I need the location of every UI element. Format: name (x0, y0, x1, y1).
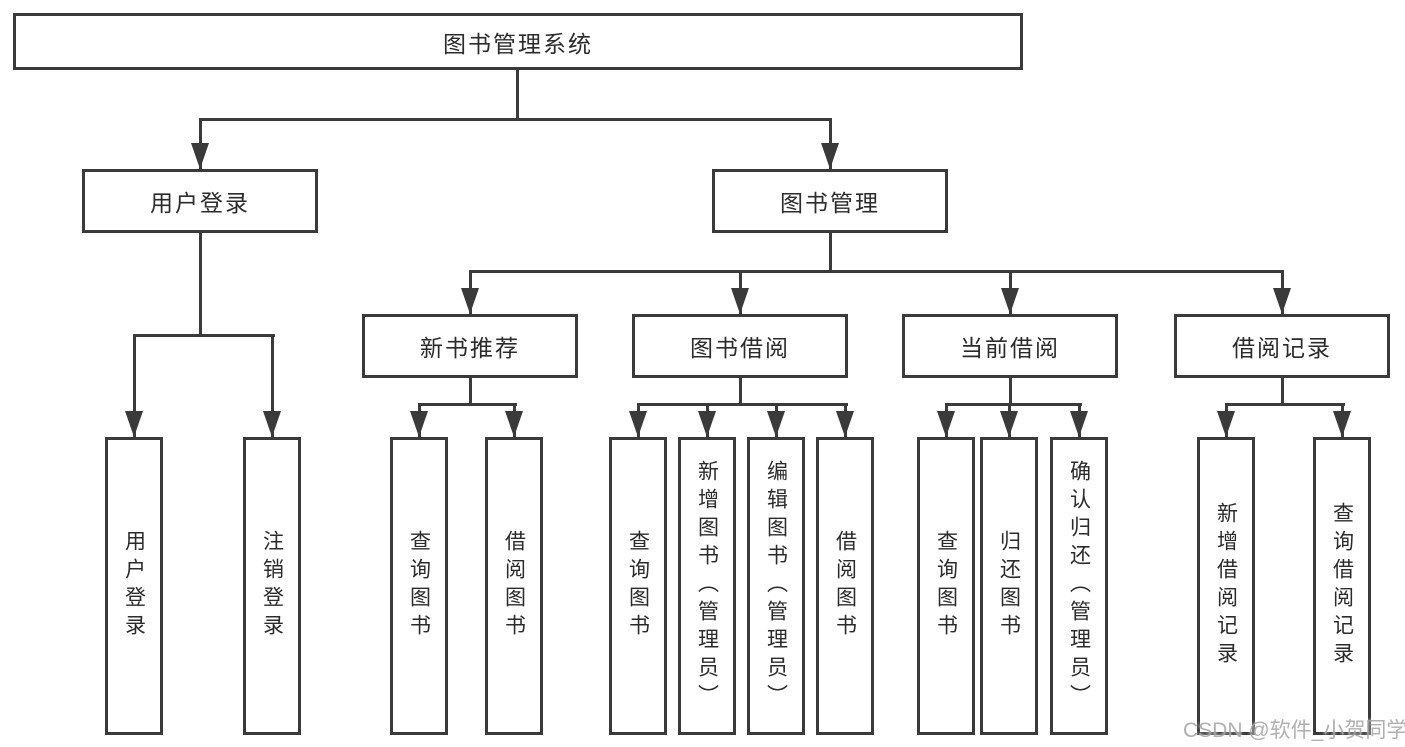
arrowhead-down (836, 411, 854, 437)
arrowhead-down (505, 411, 523, 437)
arrowhead-down (1001, 288, 1019, 314)
connector-segment (417, 403, 517, 406)
node-label: 借阅记录 (1232, 335, 1332, 361)
arrowhead-down (1217, 411, 1235, 437)
connector-segment (132, 334, 275, 337)
arrowhead-down (461, 288, 479, 314)
leaf-label: 用户登录 (122, 530, 146, 642)
node-label: 当前借阅 (960, 335, 1060, 361)
arrowhead-down (698, 411, 716, 437)
leaf-query-books-current: 查询图书 (917, 437, 975, 735)
leaf-label: 借阅图书 (833, 530, 857, 642)
leaf-label: 查询图书 (934, 530, 958, 642)
leaf-label: 确认归还（管理员） (1067, 460, 1091, 712)
leaf-label: 新增图书（管理员） (695, 460, 719, 712)
leaf-add-borrow-record: 新增借阅记录 (1197, 437, 1255, 735)
arrowhead-down (821, 143, 839, 169)
node-label: 用户登录 (150, 190, 250, 216)
connector-segment (1224, 403, 1345, 406)
arrowhead-down (125, 411, 143, 437)
leaf-query-borrow-record: 查询借阅记录 (1313, 437, 1371, 735)
leaf-query-books-recommend: 查询图书 (390, 437, 448, 735)
connector-segment (738, 378, 742, 404)
node-label: 新书推荐 (420, 335, 520, 361)
arrowhead-down (1273, 288, 1291, 314)
node-label: 图书借阅 (690, 335, 790, 361)
leaf-borrow-books-borrowing: 借阅图书 (816, 437, 874, 735)
connector-segment (198, 118, 832, 121)
arrowhead-down (410, 411, 428, 437)
leaf-edit-books-admin: 编辑图书（管理员） (747, 437, 805, 735)
connector-segment (1008, 378, 1012, 404)
leaf-label: 注销登录 (260, 530, 284, 642)
connector-segment (828, 233, 832, 273)
connector-segment (270, 334, 274, 437)
connector-segment (132, 334, 136, 437)
leaf-label: 查询图书 (407, 530, 431, 642)
leaf-logout: 注销登录 (243, 437, 301, 735)
node-library-management-system: 图书管理系统 (13, 13, 1023, 70)
node-borrowing-records: 借阅记录 (1174, 314, 1390, 378)
arrowhead-down (1070, 411, 1088, 437)
leaf-return-books: 归还图书 (980, 437, 1038, 735)
csdn-watermark: CSDN @软件_小贺同学 (1183, 719, 1405, 742)
leaf-label: 查询借阅记录 (1330, 502, 1354, 670)
leaf-label: 新增借阅记录 (1214, 502, 1238, 670)
arrowhead-down (263, 411, 281, 437)
node-new-book-recommendation: 新书推荐 (362, 314, 578, 378)
leaf-label: 归还图书 (997, 530, 1021, 642)
leaf-label: 借阅图书 (502, 530, 526, 642)
arrowhead-down (937, 411, 955, 437)
connector-segment (1280, 378, 1284, 404)
node-label: 图书管理系统 (443, 30, 593, 57)
node-book-borrowing: 图书借阅 (632, 314, 848, 378)
node-user-login: 用户登录 (82, 169, 318, 233)
connector-segment (468, 378, 472, 404)
arrowhead-down (731, 288, 749, 314)
arrowhead-down (767, 411, 785, 437)
arrowhead-down (1333, 411, 1351, 437)
connector-segment (198, 233, 202, 337)
leaf-confirm-return-admin: 确认归还（管理员） (1050, 437, 1108, 735)
leaf-user-login: 用户登录 (105, 437, 163, 735)
leaf-borrow-books-recommend: 借阅图书 (485, 437, 543, 735)
leaf-add-books-admin: 新增图书（管理员） (678, 437, 736, 735)
arrowhead-down (191, 143, 209, 169)
node-label: 图书管理 (780, 190, 880, 216)
arrowhead-down (1000, 411, 1018, 437)
connector-segment (468, 270, 1284, 273)
connector-segment (944, 403, 1082, 406)
leaf-query-books-borrowing: 查询图书 (609, 437, 667, 735)
connector-segment (636, 403, 848, 406)
arrowhead-down (629, 411, 647, 437)
connector-segment (516, 70, 519, 121)
leaf-label: 查询图书 (626, 530, 650, 642)
node-current-borrowing: 当前借阅 (902, 314, 1118, 378)
node-book-management: 图书管理 (712, 169, 948, 233)
leaf-label: 编辑图书（管理员） (764, 460, 788, 712)
